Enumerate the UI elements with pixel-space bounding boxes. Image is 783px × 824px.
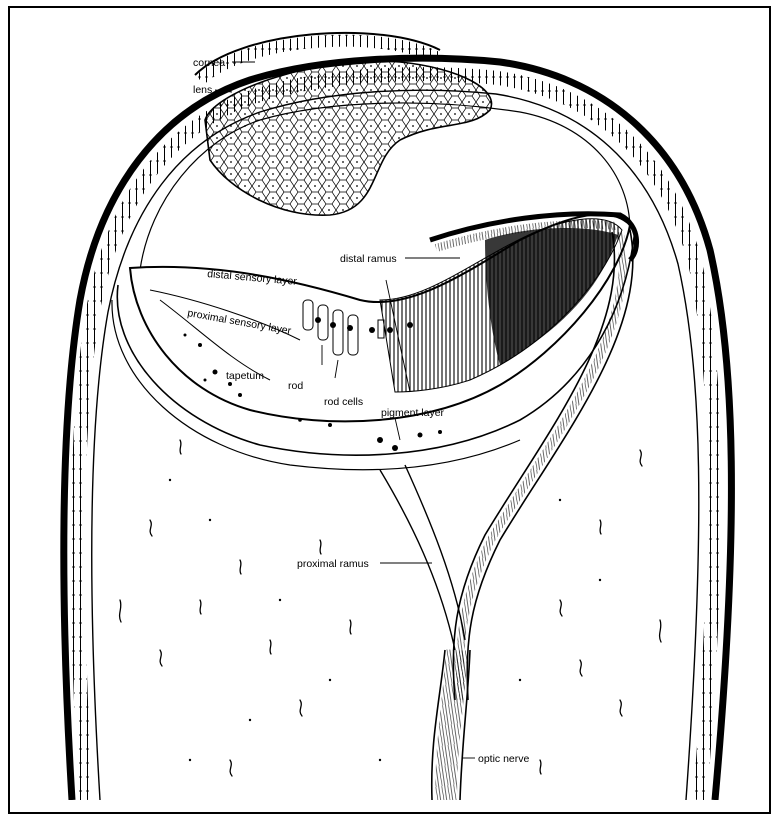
- label-cornea: cornea: [193, 57, 225, 69]
- connective-tissue-texture: [120, 440, 661, 776]
- label-proximal-ramus: proximal ramus: [297, 558, 369, 570]
- label-optic-nerve: optic nerve: [478, 753, 530, 765]
- label-distal-ramus: distal ramus: [340, 253, 397, 265]
- label-rod: rod: [288, 380, 303, 392]
- label-lens: lens: [193, 84, 212, 96]
- label-tapetum: tapetum: [226, 370, 264, 382]
- retina: [130, 214, 630, 451]
- label-pigment-layer: pigment layer: [381, 407, 445, 419]
- label-rod-cells: rod cells: [324, 396, 363, 408]
